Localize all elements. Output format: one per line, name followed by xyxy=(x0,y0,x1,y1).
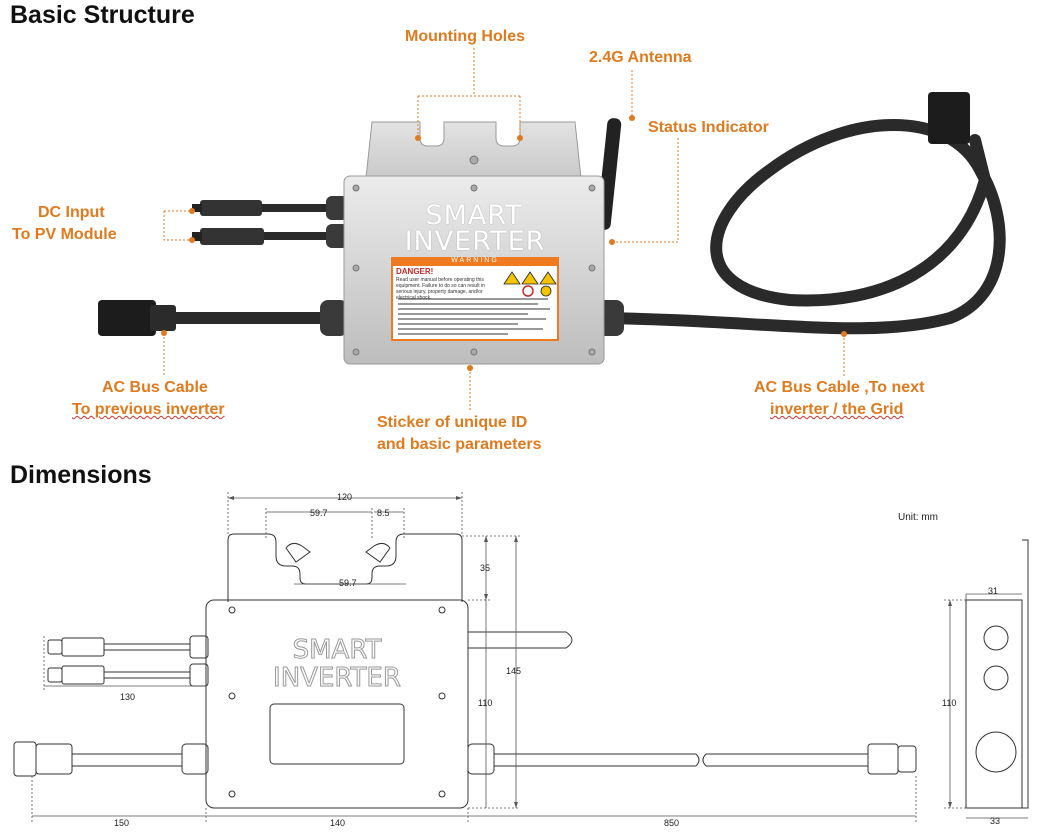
drawing-body-outline xyxy=(205,599,469,809)
dim-body-width: 140 xyxy=(330,818,346,828)
ac-connector-left xyxy=(98,300,156,336)
inverter-photo-illustration xyxy=(98,48,1006,410)
callout-dc-input-line1: DC Input xyxy=(38,204,105,221)
callout-sticker-line1: Sticker of unique ID xyxy=(377,414,528,431)
mc4-connector-1 xyxy=(200,200,262,216)
dim-side-top-width: 31 xyxy=(988,586,999,596)
dim-slot-width: 8.5 xyxy=(377,508,390,518)
device-warning-label: WARNING xyxy=(451,257,499,264)
drawing-antenna xyxy=(468,631,573,649)
dim-side-height: 110 xyxy=(942,698,957,708)
dim-ac-cable-right: 850 xyxy=(664,818,680,828)
dim-ear-height: 35 xyxy=(480,563,491,573)
dim-ac-cable-left: 150 xyxy=(114,818,130,828)
unit-label: Unit: mm xyxy=(898,512,938,523)
callout-ac-prev-line1: AC Bus Cable xyxy=(102,379,208,396)
dim-body-height: 110 xyxy=(478,698,493,708)
basic-structure-heading: Basic Structure xyxy=(10,1,195,29)
device-brand-line2: INVERTER xyxy=(404,226,546,257)
drawing-brand-line2: INVERTER xyxy=(273,663,401,693)
ac-connector-right xyxy=(928,92,970,144)
dimensions-heading: Dimensions xyxy=(10,461,152,489)
dim-hole-spacing-top: 59.7 xyxy=(310,508,328,518)
callout-status-indicator: Status Indicator xyxy=(648,119,769,136)
dim-dc-cable: 130 xyxy=(120,692,136,702)
callout-ac-next-line2: inverter / the Grid xyxy=(770,399,903,421)
drawing-side-view xyxy=(965,599,1023,809)
plate-screw xyxy=(469,155,479,165)
dim-width-top: 120 xyxy=(337,492,353,502)
callout-ac-next-line1: AC Bus Cable ,To next xyxy=(754,379,925,396)
drawing-sticker-outline xyxy=(269,703,405,765)
device-brand-line1: SMART xyxy=(425,200,523,231)
callout-sticker-line2: and basic parameters xyxy=(377,436,542,453)
drawing-plate-outline xyxy=(227,533,463,602)
ac-prev-line2-text: To previous inverter xyxy=(72,401,225,418)
callout-ac-prev-line2: To previous inverter xyxy=(72,399,225,421)
drawing-brand-line1: SMART xyxy=(293,635,382,665)
callout-dc-input-line2: To PV Module xyxy=(12,226,117,243)
callout-antenna: 2.4G Antenna xyxy=(589,49,692,66)
device-danger-text: Read user manual before operating this e… xyxy=(396,277,485,301)
callout-mounting-holes: Mounting Holes xyxy=(405,28,525,45)
mounting-plate xyxy=(365,121,582,179)
dim-total-height: 145 xyxy=(506,666,522,676)
device-danger-label: DANGER! xyxy=(396,267,434,276)
dim-hole-spacing-bottom: 59.7 xyxy=(339,578,357,588)
dim-side-bottom-width: 33 xyxy=(990,816,1001,826)
ac-next-line2-text: inverter / the Grid xyxy=(770,401,904,418)
ac-cable-right xyxy=(594,119,1006,335)
mc4-connector-2 xyxy=(200,228,264,245)
